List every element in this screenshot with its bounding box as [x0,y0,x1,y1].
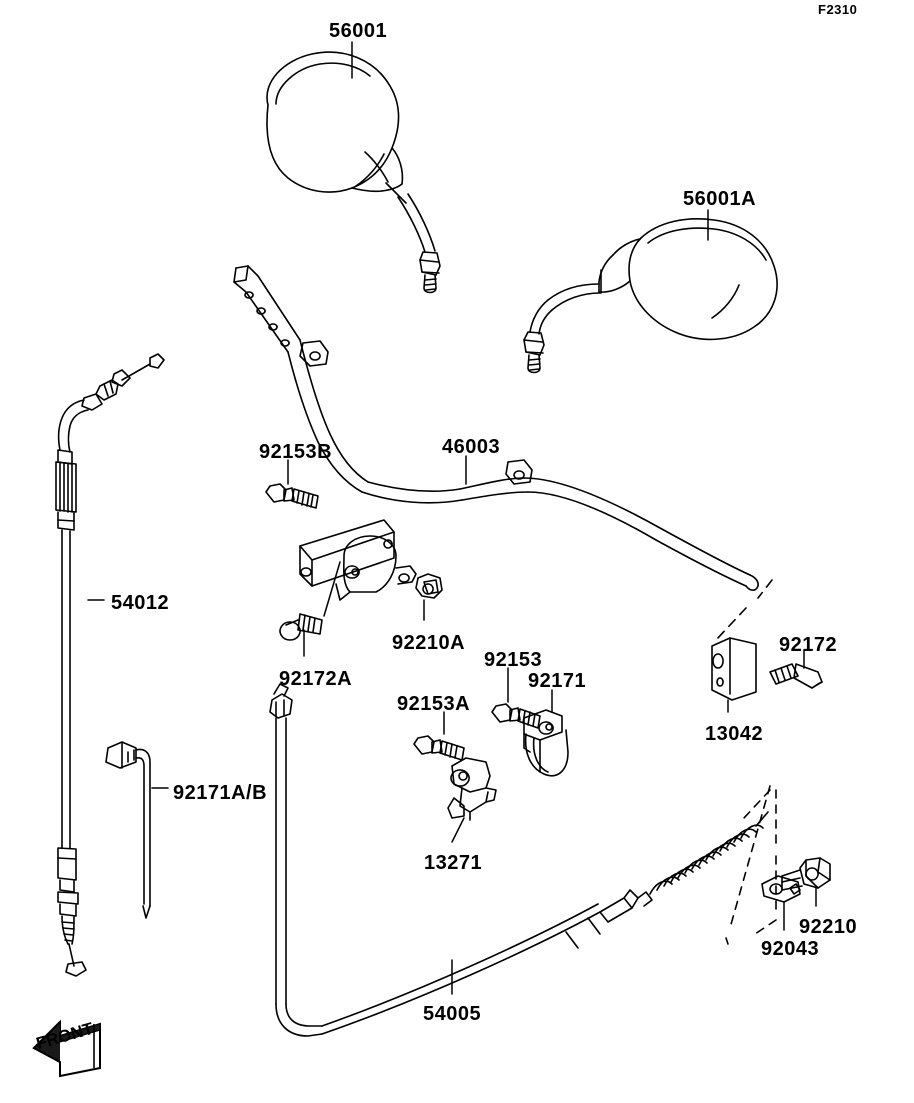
leader-lines [87,41,817,995]
part-label-bolt-clamp: 92153 [484,649,543,671]
nut-92210a-shape [415,573,443,599]
part-label-mirror-left: 56001 [329,20,388,42]
part-label-nut-holder: 92210A [392,632,466,654]
screw-92172-shape [769,663,823,689]
part-label-cable-tie: 92171A/B [173,782,268,804]
sheet-code: F2310 [818,2,858,17]
endcap-13042-shape [711,579,773,701]
part-label-mirror-right: 56001A [683,188,757,210]
part-label-bolt-bracket: 92153A [397,693,471,715]
mirror-left-shape [266,51,441,294]
part-label-pin-cotter: 92043 [761,938,820,960]
part-label-clamp-cable: 92171 [528,670,587,692]
part-label-nut-adjuster: 92210 [799,916,858,938]
handlebar-holder [299,519,417,601]
nut-92210-shape [781,857,831,891]
cable-tie-shape [105,741,151,919]
bracket-13271-shape [447,757,497,821]
part-label-throttle-cable: 54012 [111,592,170,614]
part-label-bolt-grip-end: 92172 [779,634,838,656]
bolt-92153b-shape [265,483,319,509]
bolt-92153a-shape [413,735,465,761]
part-label-bolt-holder: 92153B [259,441,333,463]
part-label-clutch-cable: 54005 [423,1003,482,1025]
bolt-92153-shape [491,703,541,729]
part-label-grip-end-cap: 13042 [705,723,764,745]
screw-92172a-shape [279,613,323,641]
clamp-92171-shape [523,709,569,777]
mirror-right-shape [523,218,778,374]
cable-54005-shape [269,683,777,1037]
cable-54012-shape [55,353,165,977]
part-label-cable-bracket: 13271 [424,852,483,874]
handlebar-shape [233,265,759,591]
part-label-screw-clamp: 92172A [279,668,353,690]
part-label-handlebar: 46003 [442,436,501,458]
front-arrow-icon [32,1019,101,1078]
